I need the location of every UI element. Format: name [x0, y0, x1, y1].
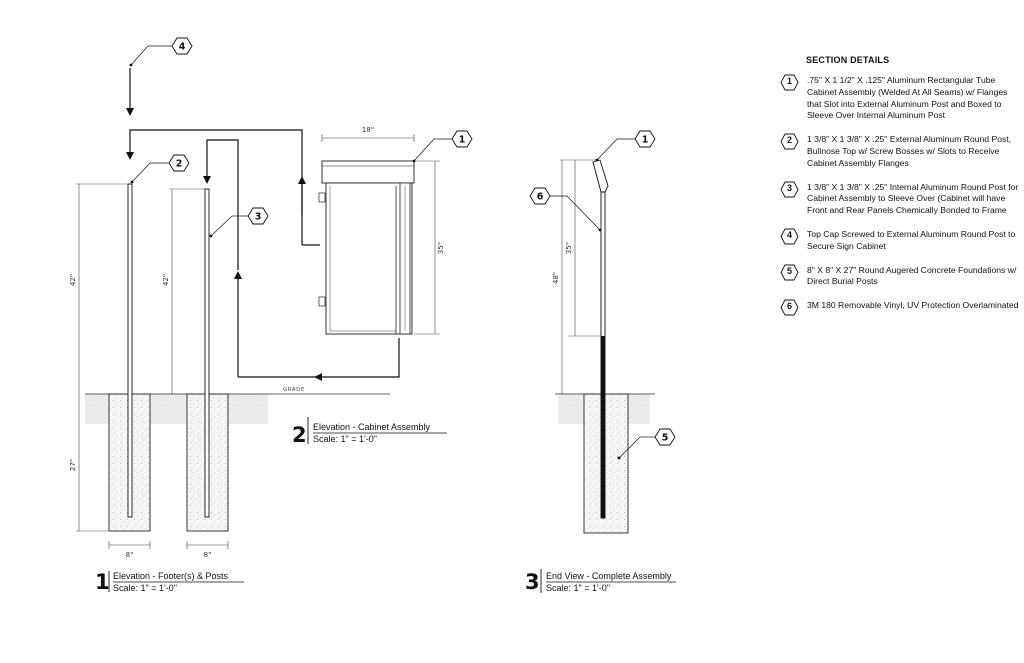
- dim-end-35: 35": [565, 242, 573, 254]
- callout-3: 3: [209, 207, 269, 238]
- dim-27: 27": [69, 459, 77, 471]
- note-6-text: 3M 180 Removable Vinyl, UV Protection Ov…: [807, 300, 1019, 311]
- callout-1-cabinet: 1: [412, 130, 473, 163]
- section-details-panel: SECTION DETAILS 1 .75" X 1 1/2" X .125" …: [780, 55, 1020, 324]
- note-3-text: 1 3/8" X 1 3/8" X .25" Internal Aluminum…: [807, 181, 1019, 216]
- svg-text:1: 1: [459, 135, 466, 146]
- note-4-tag: 4: [780, 227, 799, 246]
- callout-6: 6: [529, 187, 602, 232]
- svg-text:Elevation - Footer(s) & Posts: Elevation - Footer(s) & Posts: [113, 571, 229, 581]
- note-1: 1 .75" X 1 1/2" X .125" Aluminum Rectang…: [780, 73, 1020, 122]
- end-post-buried: [601, 336, 605, 518]
- note-1-tag: 1: [780, 73, 799, 92]
- callout-2: 2: [130, 154, 190, 184]
- callout-4: 4: [126, 37, 193, 116]
- svg-text:3: 3: [525, 570, 540, 594]
- flange-bottom: [318, 296, 326, 307]
- svg-text:6: 6: [537, 192, 544, 203]
- note-2-text: 1 3/8" X 1 3/8" X .25" External Aluminum…: [807, 134, 1012, 168]
- note-3-tag: 3: [780, 180, 799, 199]
- grade-label: GRADE: [283, 387, 305, 393]
- svg-text:4: 4: [179, 42, 186, 53]
- view-1-title: 1 Elevation - Footer(s) & Posts Scale: 1…: [95, 570, 244, 594]
- view-3-end-view: 48" 35" 1 6 5 3: [525, 130, 676, 594]
- svg-text:2: 2: [176, 159, 183, 170]
- post-right: [204, 188, 210, 518]
- svg-text:Scale: 1" = 1'-0": Scale: 1" = 1'-0": [113, 583, 177, 593]
- view-2-cabinet-assembly: 18" 35" 1 2 Elevation - Ca: [292, 126, 473, 447]
- callout-1-end: 1: [595, 130, 656, 162]
- arrow-from-cabinet: [314, 338, 400, 381]
- svg-text:End View - Complete Assembly: End View - Complete Assembly: [546, 571, 672, 581]
- flange-top: [318, 192, 326, 203]
- view-2-title: 2 Elevation - Cabinet Assembly Scale: 1"…: [292, 417, 447, 447]
- svg-text:Elevation - Cabinet Assembly: Elevation - Cabinet Assembly: [313, 422, 431, 432]
- note-4: 4 Top Cap Screwed to External Aluminum R…: [780, 227, 1020, 253]
- svg-text:1: 1: [642, 135, 649, 146]
- note-6: 6 3M 180 Removable Vinyl, UV Protection …: [780, 299, 1020, 316]
- dim-footing-width-right: 8": [204, 551, 212, 559]
- cabinet-top: [321, 160, 415, 184]
- note-5: 5 8" X 8" X 27" Round Augered Concrete F…: [780, 263, 1020, 289]
- svg-text:3: 3: [255, 212, 262, 223]
- note-5-tag: 5: [780, 263, 799, 282]
- note-5-text: 8" X 8" X 27" Round Augered Concrete Fou…: [807, 264, 1017, 287]
- svg-text:5: 5: [662, 433, 669, 444]
- note-2: 2 1 3/8" X 1 3/8" X .25" External Alumin…: [780, 132, 1020, 169]
- dim-42-left: 42": [69, 274, 77, 286]
- note-1-text: .75" X 1 1/2" X .125" Aluminum Rectangul…: [807, 75, 1008, 121]
- arrow-to-post-left: [126, 129, 303, 245]
- view-3-title: 3 End View - Complete Assembly Scale: 1"…: [525, 569, 676, 594]
- dim-footing-width-left: 8": [126, 551, 134, 559]
- section-details-heading: SECTION DETAILS: [806, 55, 890, 65]
- dim-end-48: 48": [552, 272, 560, 284]
- post-left: [127, 183, 133, 518]
- dim-cabinet-height: 35": [437, 242, 445, 254]
- note-2-tag: 2: [780, 132, 799, 151]
- dim-cabinet-width: 18": [362, 126, 374, 134]
- note-6-tag: 6: [780, 298, 799, 317]
- svg-text:1: 1: [95, 570, 110, 594]
- cabinet-body: [325, 182, 413, 335]
- note-4-text: Top Cap Screwed to External Aluminum Rou…: [807, 228, 1016, 251]
- arrow-to-post-right: [203, 139, 239, 270]
- view-1-footers-posts: 42" 27" 42" 8" 8" 4 2: [69, 37, 400, 594]
- svg-text:Scale: 1" = 1'-0": Scale: 1" = 1'-0": [546, 583, 610, 593]
- dim-42-right: 42": [162, 274, 170, 286]
- note-3: 3 1 3/8" X 1 3/8" X .25" Internal Alumin…: [780, 180, 1020, 217]
- svg-text:Scale: 1" = 1'-0": Scale: 1" = 1'-0": [313, 434, 377, 444]
- callout-5: 5: [617, 428, 676, 460]
- cabinet-end-profile: [592, 159, 609, 193]
- footing-end: [583, 393, 629, 534]
- svg-text:2: 2: [292, 423, 307, 447]
